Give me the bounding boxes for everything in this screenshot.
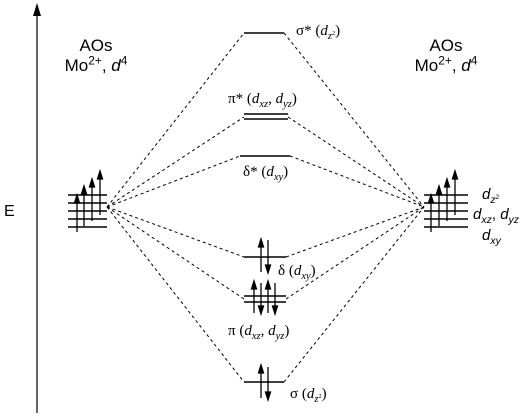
left-ao-electrons [73,168,104,232]
ao-label-dz2: dz2 [482,186,500,206]
electron-down-arrow [257,283,265,317]
energy-axis-arrowhead [33,3,41,16]
ao-label-dxy: dxy [482,227,501,247]
corr-left-pi-star [106,116,245,208]
electron-up-arrow [96,168,104,215]
energy-axis-label: E [4,203,15,220]
electron-up-arrow [73,192,81,232]
left-ao-levels [68,194,107,228]
electron-up-arrow [435,183,443,226]
corr-left-delta [106,206,245,258]
left-atom-ion: Mo2+, d4 [64,53,128,76]
electron-up-arrow [443,176,451,221]
right-atom-aos-label: AOs [429,36,463,55]
mo-label-pi-star: π* (dxz, dyz) [228,91,297,110]
electron-down-arrow [264,240,272,276]
electron-down-arrow [271,283,279,317]
left-atom-aos-label: AOs [79,36,113,55]
ao-label-dxz-dyz: dxz, dyz [473,206,520,226]
corr-right-sigma-star [283,32,425,208]
right-ao-electrons [427,168,459,232]
electron-up-arrow [451,168,459,215]
energy-axis [33,3,41,413]
electron-up-arrow [264,278,272,313]
mo-label-pi: π (dxz, dyz) [228,323,290,342]
mo-label-sigma: σ (dz2) [290,386,327,405]
mo-levels [240,32,290,383]
right-atom-header: AOs Mo2+, d4 [408,36,484,77]
mo-label-delta: δ (dxy) [278,263,316,282]
electron-up-arrow [427,192,435,232]
electron-up-arrow [80,183,88,226]
right-atom-ion: Mo2+, d4 [414,53,478,76]
electron-down-arrow [264,367,272,403]
left-atom-header: AOs Mo2+, d4 [58,36,134,77]
mo-electrons [250,236,279,403]
corr-right-pi [285,206,425,300]
electron-up-arrow [257,236,265,272]
mo-label-sigma-star: σ* (dz2) [296,23,341,42]
corr-right-delta [285,206,425,258]
electron-up-arrow [88,176,96,221]
corr-left-sigma-star [106,32,245,208]
correlation-lines [106,32,425,383]
corr-right-delta-star [289,155,425,208]
electron-up-arrow [257,362,265,398]
corr-right-pi-star [287,116,425,208]
corr-left-sigma [106,206,245,383]
electron-up-arrow [250,278,258,313]
corr-right-sigma [283,206,425,383]
corr-left-pi [106,206,245,300]
mo-label-delta-star: δ* (dxy) [243,164,289,183]
